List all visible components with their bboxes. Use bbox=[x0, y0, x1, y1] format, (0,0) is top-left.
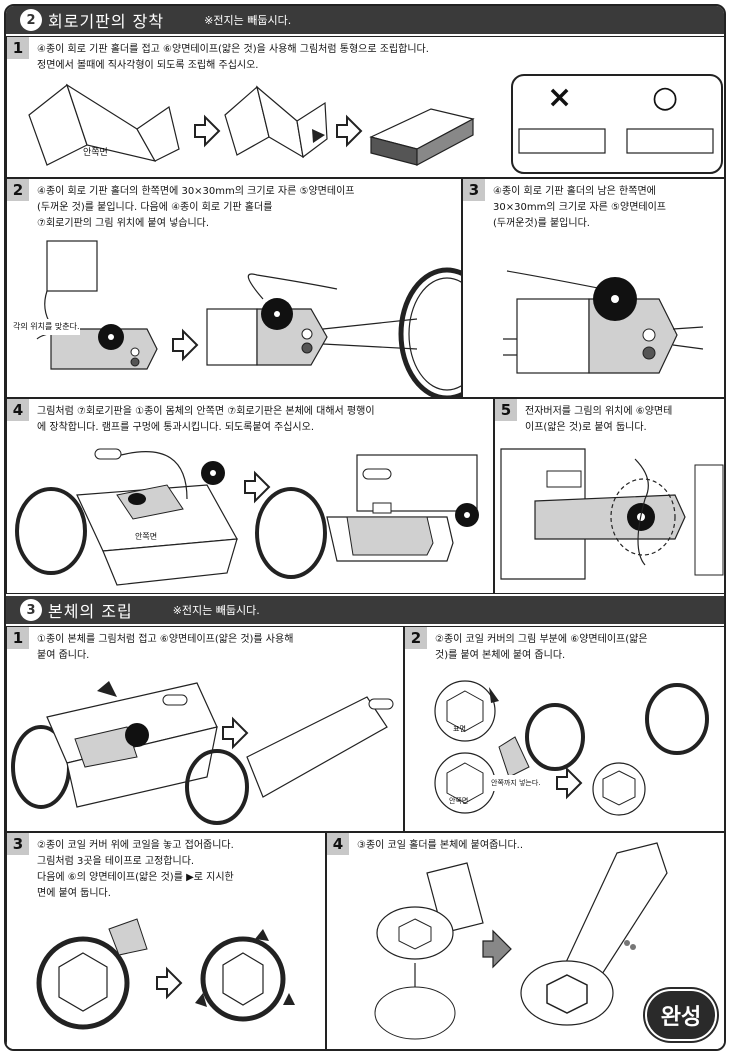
step-3-2-illustration bbox=[434, 680, 709, 816]
step-2-4-panel: 4 그림처럼 ⑦회로기판을 ①종이 몸체의 안쪽면 ⑦회로기판은 본체에 대해서… bbox=[6, 398, 494, 594]
step-number: 3 bbox=[463, 179, 485, 201]
step-2-2-illustration bbox=[36, 240, 461, 397]
step-number: 4 bbox=[7, 399, 29, 421]
step-number: 1 bbox=[7, 627, 29, 649]
step-2-1-illustration bbox=[28, 74, 723, 174]
step-number: 3 bbox=[7, 833, 29, 855]
align-corner-label: 각의 위치를 맞춘다. bbox=[13, 319, 80, 335]
step-2-4-illustration bbox=[15, 448, 479, 586]
step-2-5-panel: 5 전자버저를 그림의 위치에 ⑥양면테 이프(얇은 것)로 붙여 둡니다. bbox=[494, 398, 724, 594]
section-2-header: 2 회로기판의 장착 ※전지는 빼둡시다. bbox=[6, 6, 724, 34]
front-label: 표면 bbox=[453, 725, 466, 733]
step-number: 5 bbox=[495, 399, 517, 421]
step-text: 전자버저를 그림의 위치에 ⑥양면테 이프(얇은 것)로 붙여 둡니다. bbox=[525, 406, 673, 433]
step-2-2-panel: 2 ④종이 회로 기판 홀더의 한쪽면에 30×30mm의 크기로 자른 ⑤양면… bbox=[6, 178, 462, 398]
step-3-1-illustration bbox=[11, 681, 394, 825]
step-3-3-illustration bbox=[36, 918, 295, 1030]
instruction-page: 2 회로기판의 장착 ※전지는 빼둡시다. 1 ④종이 회로 기판 홀더를 접고… bbox=[4, 4, 726, 1051]
step-number: 1 bbox=[7, 37, 29, 59]
step-text: ④종이 회로 기판 홀더의 한쪽면에 30×30mm의 크기로 자른 ⑤양면테이… bbox=[37, 186, 355, 229]
correct-mark: ○ bbox=[652, 80, 679, 115]
complete-badge: 완성 bbox=[645, 989, 717, 1041]
inner-side-label: 안쪽면 bbox=[135, 532, 158, 541]
step-text: ②종이 코일 커버 위에 코일을 놓고 접어줍니다. 그림처럼 3곳을 테이프로… bbox=[37, 840, 234, 899]
section-title: 본체의 조립 bbox=[48, 602, 133, 621]
step-number: 2 bbox=[7, 179, 29, 201]
step-3-4-panel: 4 ③종이 코일 홀더를 본체에 붙여줍니다.. 완성 bbox=[326, 832, 724, 1049]
section-3-header: 3 본체의 조립 ※전지는 빼둡시다. bbox=[6, 596, 724, 624]
section-number: 3 bbox=[20, 599, 42, 621]
inner-side-label: 안쪽면 bbox=[449, 797, 469, 805]
step-number: 4 bbox=[327, 833, 349, 855]
step-text: ②종이 코일 커버의 그림 부분에 ⑥양면테이프(얇은 것)를 붙여 본체에 붙… bbox=[435, 634, 648, 661]
step-text: 그림처럼 ⑦회로기판을 ①종이 몸체의 안쪽면 ⑦회로기판은 본체에 대해서 평… bbox=[37, 406, 375, 433]
step-3-1-panel: 1 ①종이 본체를 그림처럼 접고 ⑥양면테이프(얇은 것)를 사용해 붙여 줍… bbox=[6, 626, 404, 832]
section-note: ※전지는 빼둡시다. bbox=[204, 14, 292, 27]
section-number: 2 bbox=[20, 9, 42, 31]
step-text: ④종이 회로 기판 홀더를 접고 ⑥양면테이프(얇은 것)을 사용해 그림처럼 … bbox=[37, 44, 429, 71]
step-3-4-illustration bbox=[374, 842, 668, 1040]
step-3-3-panel: 3 ②종이 코일 커버 위에 코일을 놓고 접어줍니다. 그림처럼 3곳을 테이… bbox=[6, 832, 326, 1049]
step-text: ③종이 코일 홀더를 본체에 붙여줍니다.. bbox=[357, 840, 524, 851]
section-title: 회로기판의 장착 bbox=[48, 12, 165, 31]
section-note: ※전지는 빼둡시다. bbox=[172, 604, 260, 617]
step-2-1-panel: 1 ④종이 회로 기판 홀더를 접고 ⑥양면테이프(얇은 것)을 사용해 그림처… bbox=[6, 36, 724, 178]
step-text: ④종이 회로 기판 홀더의 남은 한쪽면에 30×30mm의 크기로 자른 ⑤양… bbox=[493, 186, 667, 229]
step-number: 2 bbox=[405, 627, 427, 649]
step-2-5-illustration bbox=[500, 448, 724, 580]
step-2-3-illustration bbox=[503, 270, 704, 374]
step-2-3-panel: 3 ④종이 회로 기판 홀더의 남은 한쪽면에 30×30mm의 크기로 자른 … bbox=[462, 178, 724, 398]
inner-side-label: 안쪽면 bbox=[83, 148, 108, 158]
step-3-2-panel: 2 ②종이 코일 커버의 그림 부분에 ⑥양면테이프(얇은 것)를 붙여 본체에… bbox=[404, 626, 724, 832]
push-inside-label: 안쪽까지 넣는다. bbox=[491, 775, 541, 791]
wrong-mark: × bbox=[547, 80, 573, 115]
step-text: ①종이 본체를 그림처럼 접고 ⑥양면테이프(얇은 것)를 사용해 붙여 줍니다… bbox=[37, 634, 294, 661]
